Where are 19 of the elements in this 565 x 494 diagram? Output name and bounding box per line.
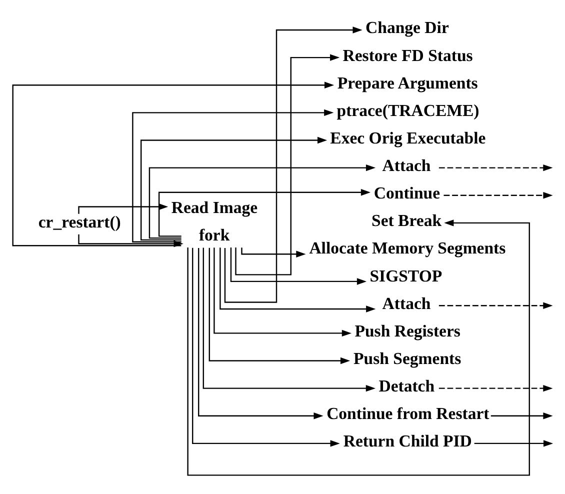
node-text: Restore FD Status — [342, 45, 473, 64]
node-text: fork — [198, 225, 230, 244]
node-text: cr_restart() — [38, 212, 121, 231]
node-text: Return Child PID — [343, 431, 472, 450]
node-text: Continue from Restart — [326, 404, 490, 423]
node-text: Exec Orig Executable — [330, 128, 486, 147]
node-text: Push Segments — [354, 348, 462, 368]
node-text: Allocate Memory Segments — [309, 238, 506, 258]
node-text: Attach — [382, 156, 431, 175]
node-text: Attach — [382, 293, 431, 312]
node-text: Prepare Arguments — [337, 72, 478, 92]
node-text: SIGSTOP — [370, 266, 442, 285]
node-text: Change Dir — [366, 18, 449, 37]
node-text: Set Break — [372, 210, 442, 230]
node-text: Detatch — [378, 376, 435, 396]
node-text: Continue — [374, 183, 440, 202]
node-text: Push Registers — [354, 320, 460, 340]
node-text: Read Image — [171, 197, 258, 216]
node-text: ptrace(TRACEME) — [336, 100, 480, 120]
